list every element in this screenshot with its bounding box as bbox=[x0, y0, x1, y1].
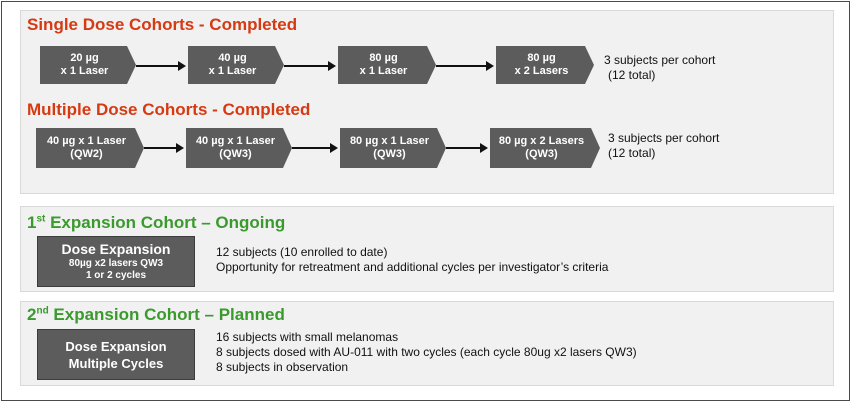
step-schedule: (QW3) bbox=[219, 148, 252, 160]
title-number: 2 bbox=[27, 305, 37, 324]
arrow bbox=[292, 143, 338, 153]
box-dose: 80µg x2 lasers QW3 bbox=[68, 258, 164, 269]
note-line-2: (12 total) bbox=[608, 68, 656, 82]
detail-line-1: 16 subjects with small melanomas bbox=[216, 330, 399, 344]
dose-expansion-box-2: Dose Expansion Multiple Cycles bbox=[37, 329, 195, 380]
arrow bbox=[436, 61, 494, 71]
expansion-1-title: 1st Expansion Cohort – Ongoing bbox=[27, 213, 285, 233]
detail-line-3: 8 subjects in observation bbox=[216, 360, 349, 374]
box-cycles: 1 or 2 cycles bbox=[85, 270, 147, 281]
title-ordinal: nd bbox=[36, 305, 49, 317]
step-laser: x 1 Laser bbox=[208, 65, 257, 77]
title-text: Expansion Cohort – Planned bbox=[48, 305, 285, 324]
single-step-4: 80 µg x 2 Lasers bbox=[496, 46, 594, 84]
step-schedule: (QW3) bbox=[373, 148, 406, 160]
detail-line-1: 12 subjects (10 enrolled to date) bbox=[216, 245, 388, 259]
note-line-1: 3 subjects per cohort bbox=[608, 131, 720, 145]
multiple-step-2: 40 µg x 1 Laser (QW3) bbox=[186, 128, 292, 168]
detail-line-2: Opportunity for retreatment and addition… bbox=[216, 260, 609, 274]
arrow bbox=[446, 143, 488, 153]
box-title: Dose Expansion bbox=[61, 241, 171, 257]
expansion-2-details: 16 subjects with small melanomas 8 subje… bbox=[216, 330, 637, 375]
step-laser: x 1 Laser bbox=[359, 65, 408, 77]
step-dose: 40 µg x 1 Laser bbox=[195, 135, 276, 147]
box-subtitle: Multiple Cycles bbox=[68, 355, 164, 371]
step-dose: 80 µg x 1 Laser bbox=[349, 135, 430, 147]
step-schedule: (QW3) bbox=[525, 148, 558, 160]
single-dose-title: Single Dose Cohorts - Completed bbox=[27, 15, 298, 34]
step-dose: 80 µg x 2 Lasers bbox=[498, 135, 585, 147]
note-line-1: 3 subjects per cohort bbox=[604, 53, 716, 67]
multiple-step-1: 40 µg x 1 Laser (QW2) bbox=[36, 128, 144, 168]
title-ordinal: st bbox=[36, 213, 46, 225]
arrow bbox=[136, 61, 186, 71]
single-step-3: 80 µg x 1 Laser bbox=[338, 46, 436, 84]
detail-line-2: 8 subjects dosed with AU-011 with two cy… bbox=[216, 345, 637, 359]
arrow bbox=[284, 61, 336, 71]
step-dose: 20 µg bbox=[70, 52, 99, 64]
step-laser: x 2 Lasers bbox=[514, 65, 569, 77]
step-laser: x 1 Laser bbox=[60, 65, 109, 77]
multiple-step-3: 80 µg x 1 Laser (QW3) bbox=[340, 128, 446, 168]
step-dose: 40 µg x 1 Laser bbox=[46, 135, 127, 147]
title-number: 1 bbox=[27, 213, 37, 232]
expansion-1-details: 12 subjects (10 enrolled to date) Opport… bbox=[216, 245, 608, 275]
step-dose: 80 µg bbox=[527, 52, 556, 64]
single-step-1: 20 µg x 1 Laser bbox=[40, 46, 136, 84]
step-dose: 40 µg bbox=[218, 52, 247, 64]
step-dose: 80 µg bbox=[369, 52, 398, 64]
multiple-step-4: 80 µg x 2 Lasers (QW3) bbox=[490, 128, 600, 168]
box-title: Dose Expansion bbox=[65, 338, 167, 354]
dose-expansion-box-1: Dose Expansion 80µg x2 lasers QW3 1 or 2… bbox=[37, 236, 195, 287]
expansion-2-title: 2nd Expansion Cohort – Planned bbox=[27, 305, 285, 325]
multiple-dose-title: Multiple Dose Cohorts - Completed bbox=[27, 100, 311, 119]
multiple-note: 3 subjects per cohort (12 total) bbox=[608, 131, 719, 161]
step-schedule: (QW2) bbox=[70, 148, 103, 160]
arrow bbox=[144, 143, 184, 153]
title-text: Expansion Cohort – Ongoing bbox=[45, 213, 286, 232]
single-note: 3 subjects per cohort (12 total) bbox=[604, 53, 715, 83]
single-step-2: 40 µg x 1 Laser bbox=[188, 46, 284, 84]
note-line-2: (12 total) bbox=[608, 146, 656, 160]
